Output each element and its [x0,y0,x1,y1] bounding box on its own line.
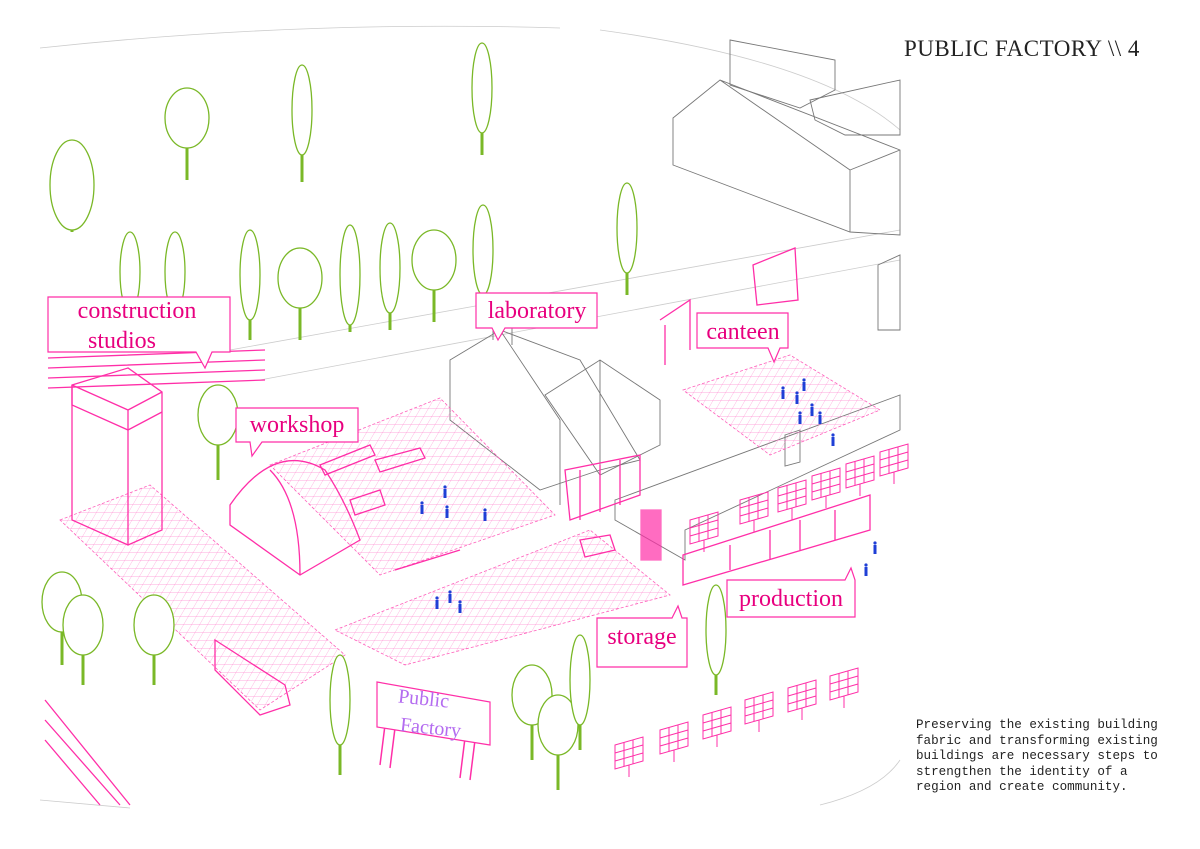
person-icon [864,563,868,576]
people [420,378,877,613]
workshop-label: workshop [250,412,345,438]
solar-panel [787,679,817,720]
tree-icon [705,584,727,695]
person-icon [873,541,877,554]
tree-icon [379,222,401,330]
label-production: production [726,566,856,618]
production-label: production [739,586,843,612]
tree-icon [569,634,591,750]
laboratory-label: laboratory [488,298,587,324]
sign-line1: Public [397,685,450,712]
label-laboratory: laboratory [475,292,598,342]
label-workshop: workshop [235,407,359,458]
tree-icon [239,229,261,340]
description-line: Preserving the existing building [916,718,1158,732]
person-icon [802,378,806,391]
solar-panel [659,721,689,762]
solar-panels [614,443,909,777]
solar-panel [614,736,644,777]
person-icon [483,508,487,521]
page-title: PUBLIC FACTORY \\ 4 [904,36,1140,61]
person-icon [448,590,452,603]
storage-label: storage [607,624,676,650]
solar-panel [689,511,719,552]
canteen-label: canteen [706,319,779,345]
person-icon [831,433,835,446]
tree-icon [537,694,579,790]
solar-panel [845,455,875,496]
description-line: fabric and transforming existing [916,733,1158,748]
tree-icon [164,87,210,180]
solar-panel [829,667,859,708]
solar-panel [777,479,807,520]
person-icon [798,411,802,424]
person-icon [818,411,822,424]
person-icon [781,386,785,399]
tree-icon [49,139,95,232]
description-line: strengthen the identity of a [916,764,1128,779]
solar-panel [879,443,909,484]
person-icon [443,485,447,498]
label-construction-studios: construction studios [47,296,231,370]
person-icon [445,505,449,518]
tree-icon [133,594,175,685]
tree-icon [197,384,239,480]
tree-icon [471,42,493,155]
trees [41,42,727,790]
person-icon [435,596,439,609]
construction-label-line2: studios [88,328,156,354]
tree-icon [291,64,313,182]
pink-structures [44,247,871,806]
person-icon [420,501,424,514]
context-lines [39,25,901,809]
tree-icon [616,182,638,295]
public-factory-sign: Public Factory [376,681,491,781]
solar-panel [811,467,841,508]
person-icon [810,403,814,416]
existing-buildings [449,39,901,561]
tree-icon [411,229,457,322]
label-canteen: canteen [696,312,789,364]
solar-panel [739,491,769,532]
solar-panel [744,691,774,732]
description-line: region and create community. [916,780,1128,794]
tree-icon [62,594,104,685]
construction-label-line1: construction [78,298,197,324]
description-text: Preserving the existing building fabric … [916,718,1166,796]
solar-panel [702,706,732,747]
plaza-areas [59,354,881,711]
person-icon [458,600,462,613]
tree-icon [339,224,361,332]
person-icon [795,391,799,404]
tree-icon [277,247,323,340]
label-storage: storage [596,604,688,668]
description-line: buildings are necessary steps to [916,749,1158,763]
tree-icon [329,654,351,775]
